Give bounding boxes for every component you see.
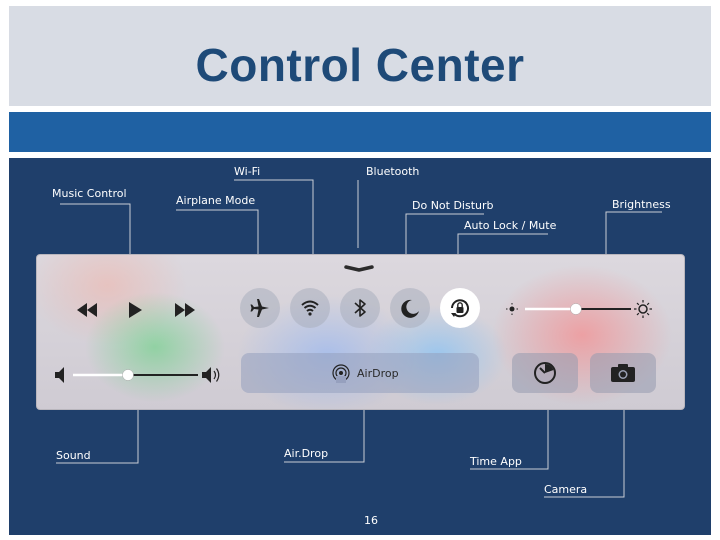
do-not-disturb-button[interactable] (390, 288, 430, 328)
grabber-handle[interactable] (343, 261, 375, 273)
title-band: Control Center (9, 6, 711, 106)
brightness-slider[interactable] (503, 299, 653, 319)
airdrop-button[interactable]: AirDrop (241, 353, 479, 393)
rewind-icon[interactable] (75, 301, 99, 319)
camera-button[interactable] (590, 353, 656, 393)
volume-slider[interactable] (53, 363, 223, 387)
control-center-panel: AirDrop (36, 254, 685, 410)
airplane-icon (250, 299, 269, 317)
volume-high-icon (202, 367, 220, 383)
airdrop-label: Air.Drop (284, 447, 329, 460)
page-number: 16 (364, 514, 378, 527)
rotation-lock-button[interactable] (440, 288, 480, 328)
brightness-label: Brightness (612, 198, 671, 211)
airdrop-button-label: AirDrop (357, 367, 399, 380)
auto-lock-mute-label: Auto Lock / Mute (464, 219, 557, 232)
music-control-label: Music Control (52, 187, 127, 200)
airplane-mode-label: Airplane Mode (176, 194, 256, 207)
wifi-icon (301, 300, 319, 316)
fast-forward-icon[interactable] (173, 301, 197, 319)
moon-icon (401, 299, 419, 318)
camera-icon (611, 364, 635, 382)
play-icon[interactable] (127, 301, 143, 319)
timer-icon (534, 362, 556, 384)
bluetooth-icon (354, 299, 366, 317)
timer-button[interactable] (512, 353, 578, 393)
wifi-button[interactable] (290, 288, 330, 328)
brightness-slider-knob[interactable] (570, 303, 582, 315)
time-app-label: Time App (470, 455, 522, 468)
accent-bar (9, 112, 711, 152)
airplane-mode-button[interactable] (240, 288, 280, 328)
bluetooth-button[interactable] (340, 288, 380, 328)
rotation-lock-icon (451, 299, 469, 318)
volume-low-icon (55, 367, 64, 383)
wifi-label: Wi-Fi (234, 165, 261, 178)
bluetooth-label: Bluetooth (366, 165, 420, 178)
camera-label: Camera (544, 483, 588, 496)
do-not-disturb-label: Do Not Disturb (412, 199, 494, 212)
brightness-high-icon (634, 300, 652, 318)
brightness-low-icon (506, 303, 518, 315)
sound-label: Sound (56, 449, 91, 462)
volume-slider-knob[interactable] (122, 369, 134, 381)
slide-title: Control Center (195, 39, 525, 91)
airdrop-icon (332, 364, 350, 383)
